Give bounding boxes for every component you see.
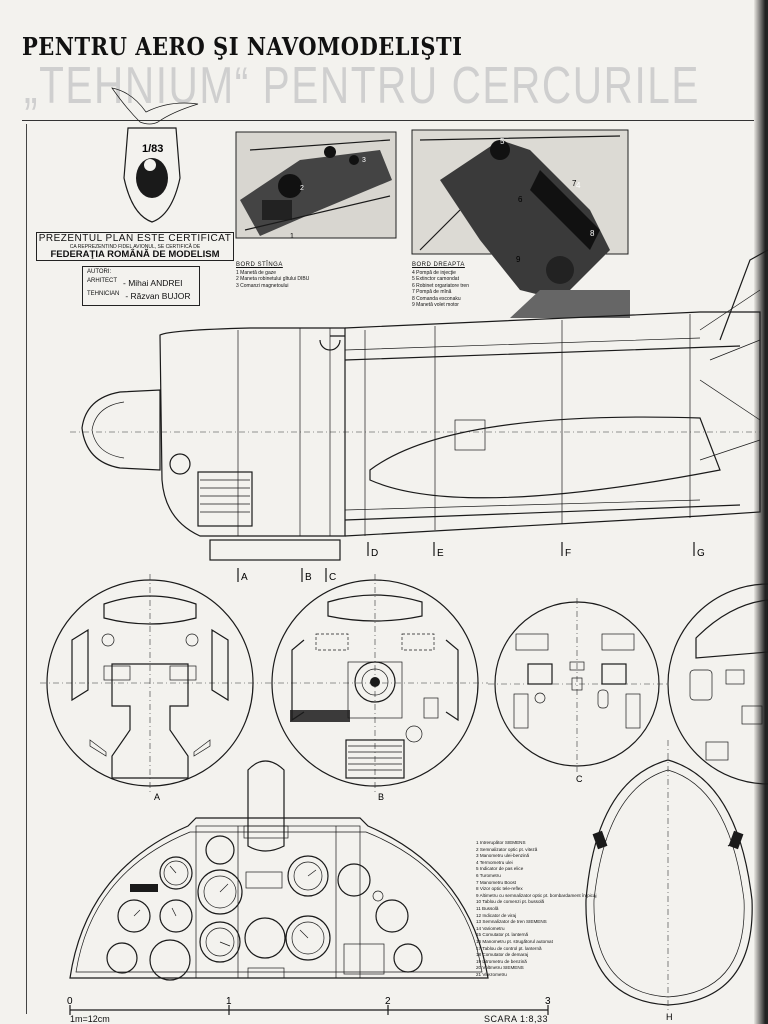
legend-bord-dreapta: BORD DREAPTA 4 Pompă de injecţie 5 Extin… xyxy=(412,262,532,308)
photo-callout-2: 2 xyxy=(300,185,304,192)
legend-item: 13 Semnalizator de tren SIEMENS xyxy=(476,919,547,925)
legend-item: 11 Bussolă xyxy=(476,905,499,911)
scale-label: SCARA 1:8,33 xyxy=(484,1014,549,1024)
section-label-A: A xyxy=(154,792,160,802)
cross-section-B xyxy=(265,574,488,792)
photo-callout-4: 4 xyxy=(576,181,581,190)
certificate-box: PREZENTUL PLAN ESTE CERTIFICAT CA REPREZ… xyxy=(36,232,234,261)
scale-bar xyxy=(69,1005,549,1015)
legend-item: 14 Variometru xyxy=(476,925,505,931)
legend-item: 21 Vitezometru xyxy=(476,971,507,977)
canopy-frame-H xyxy=(585,740,753,1012)
scale-tick-3: 3 xyxy=(545,996,551,1007)
legend-item: 17 Tablou de control pt. lanternă xyxy=(476,945,542,951)
section-label-H: H xyxy=(666,1012,673,1022)
legend-item: 1 Intrerupător SIEMENS xyxy=(476,840,526,845)
legend-item: 10 Tablou de comenzi pt. bussolă xyxy=(476,899,545,905)
authors-box: AUTORI: ARHITECT - Mihai ANDREI TEHNICIAN… xyxy=(82,266,200,306)
photo-callout-3: 3 xyxy=(362,157,366,164)
photo-callout-8: 8 xyxy=(590,229,595,238)
section-label-B: B xyxy=(378,792,384,802)
section-label-C: C xyxy=(576,774,583,784)
badge-number: 1/83 xyxy=(142,143,163,155)
scale-tick-2: 2 xyxy=(385,996,391,1007)
photo-right-cockpit xyxy=(411,129,630,318)
legend-item: 7 Manometru Boost xyxy=(476,879,517,885)
station-B: B xyxy=(305,572,312,583)
legend-item: 9 Manetă volet motor xyxy=(412,302,459,309)
frame-left-line xyxy=(26,124,27,1014)
legend-item: 2 Maneta robinetului gîtului DIBU xyxy=(236,276,310,283)
cross-section-C xyxy=(488,598,668,772)
instrument-panel xyxy=(69,760,489,981)
station-C: C xyxy=(329,572,336,583)
header-rule xyxy=(22,120,762,121)
legend-item: 8 Comanda esconaku xyxy=(412,295,461,302)
legend-item: 6 Robinet orgariatore tren xyxy=(412,282,469,289)
legend-item: 4 Pompă de injecţie xyxy=(412,270,456,276)
legend-item: 1 Manetă de gaze xyxy=(236,270,277,276)
station-G: G xyxy=(697,548,705,559)
station-D: D xyxy=(371,548,378,559)
photo-callout-5: 5 xyxy=(500,137,505,146)
station-markers xyxy=(237,542,695,582)
photo-callout-1: 1 xyxy=(290,233,294,240)
legend-item: 4 Termometru ulei xyxy=(476,859,513,865)
certificate-line2: CA REPREZENTIND FIDEL AVIONUL, SE CERTIF… xyxy=(69,244,201,250)
author-name-technician: - Răzvan BUJOR xyxy=(125,291,191,301)
legend-item: 5 Indicator de pas elice xyxy=(476,866,524,872)
legend-bord-stanga-title: BORD STÎNGA xyxy=(236,262,283,268)
legend-item: 8 Vizor optic tele-reflex xyxy=(476,886,523,892)
authors-heading: AUTORI: xyxy=(87,269,112,275)
legend-instruments: 1 Intrerupător SIEMENS 2 Semnalizator op… xyxy=(476,838,600,978)
legend-item: 7 Pompă de mînă xyxy=(412,289,452,296)
legend-item: 6 Turometru xyxy=(476,872,501,878)
legend-item: 19 Litrometru de benzină xyxy=(476,958,527,964)
legend-item: 15 Comutator pt. lanternă xyxy=(476,932,529,938)
legend-item: 5 Extinctor camondat xyxy=(412,276,459,283)
legend-item: 20 Voltmetru SIEMENS xyxy=(476,965,524,971)
series-title: PENTRU AERO ŞI NAVOMODELIŞTI xyxy=(22,32,463,61)
photo-callout-9: 9 xyxy=(516,255,521,264)
certificate-line1: PREZENTUL PLAN ESTE CERTIFICAT xyxy=(38,233,232,244)
legend-item: 18 Comutator de demaraj xyxy=(476,952,529,958)
legend-item: 9 Altimetru cu semnalizator optic pt. bo… xyxy=(476,892,597,898)
station-F: F xyxy=(565,548,571,559)
fuselage-side-view xyxy=(70,249,768,561)
author-role-architect: ARHITECT xyxy=(87,278,117,284)
legend-item: 12 Indicator de viraj xyxy=(476,912,517,918)
cross-section-D-partial xyxy=(667,583,768,785)
legend-item: 3 Comanzi magnetoului xyxy=(236,282,289,289)
legend-item: 16 Manometru pt. strugătorul automat xyxy=(476,938,553,944)
legend-item: 3 Manometru ulei-benzină xyxy=(476,853,530,859)
scale-tick-0: 0 xyxy=(67,996,73,1007)
scale-ratio-label: 1m=12cm xyxy=(70,1014,110,1024)
station-A: A xyxy=(241,572,248,583)
cross-section-A xyxy=(40,574,262,792)
main-title: „TEHNIUM“ PENTRU CERCURILE xyxy=(24,57,701,115)
certificate-line3: FEDERAŢIA ROMÂNĂ DE MODELISM xyxy=(50,249,220,260)
author-role-technician: TEHNICIAN xyxy=(87,291,120,297)
photo-left-cockpit xyxy=(235,131,397,239)
author-name-architect: - Mihai ANDREI xyxy=(123,278,183,288)
legend-bord-stanga: BORD STÎNGA 1 Manetă de gaze 2 Maneta ro… xyxy=(236,262,396,289)
badge-crest-icon xyxy=(111,87,199,223)
photo-callout-7: 7 xyxy=(572,179,577,188)
legend-item: 2 Semnalizator optic pt. viteză xyxy=(476,846,538,852)
legend-bord-dreapta-title: BORD DREAPTA xyxy=(412,262,465,268)
photo-callout-6: 6 xyxy=(518,195,523,204)
station-E: E xyxy=(437,548,444,559)
scale-tick-1: 1 xyxy=(226,996,232,1007)
